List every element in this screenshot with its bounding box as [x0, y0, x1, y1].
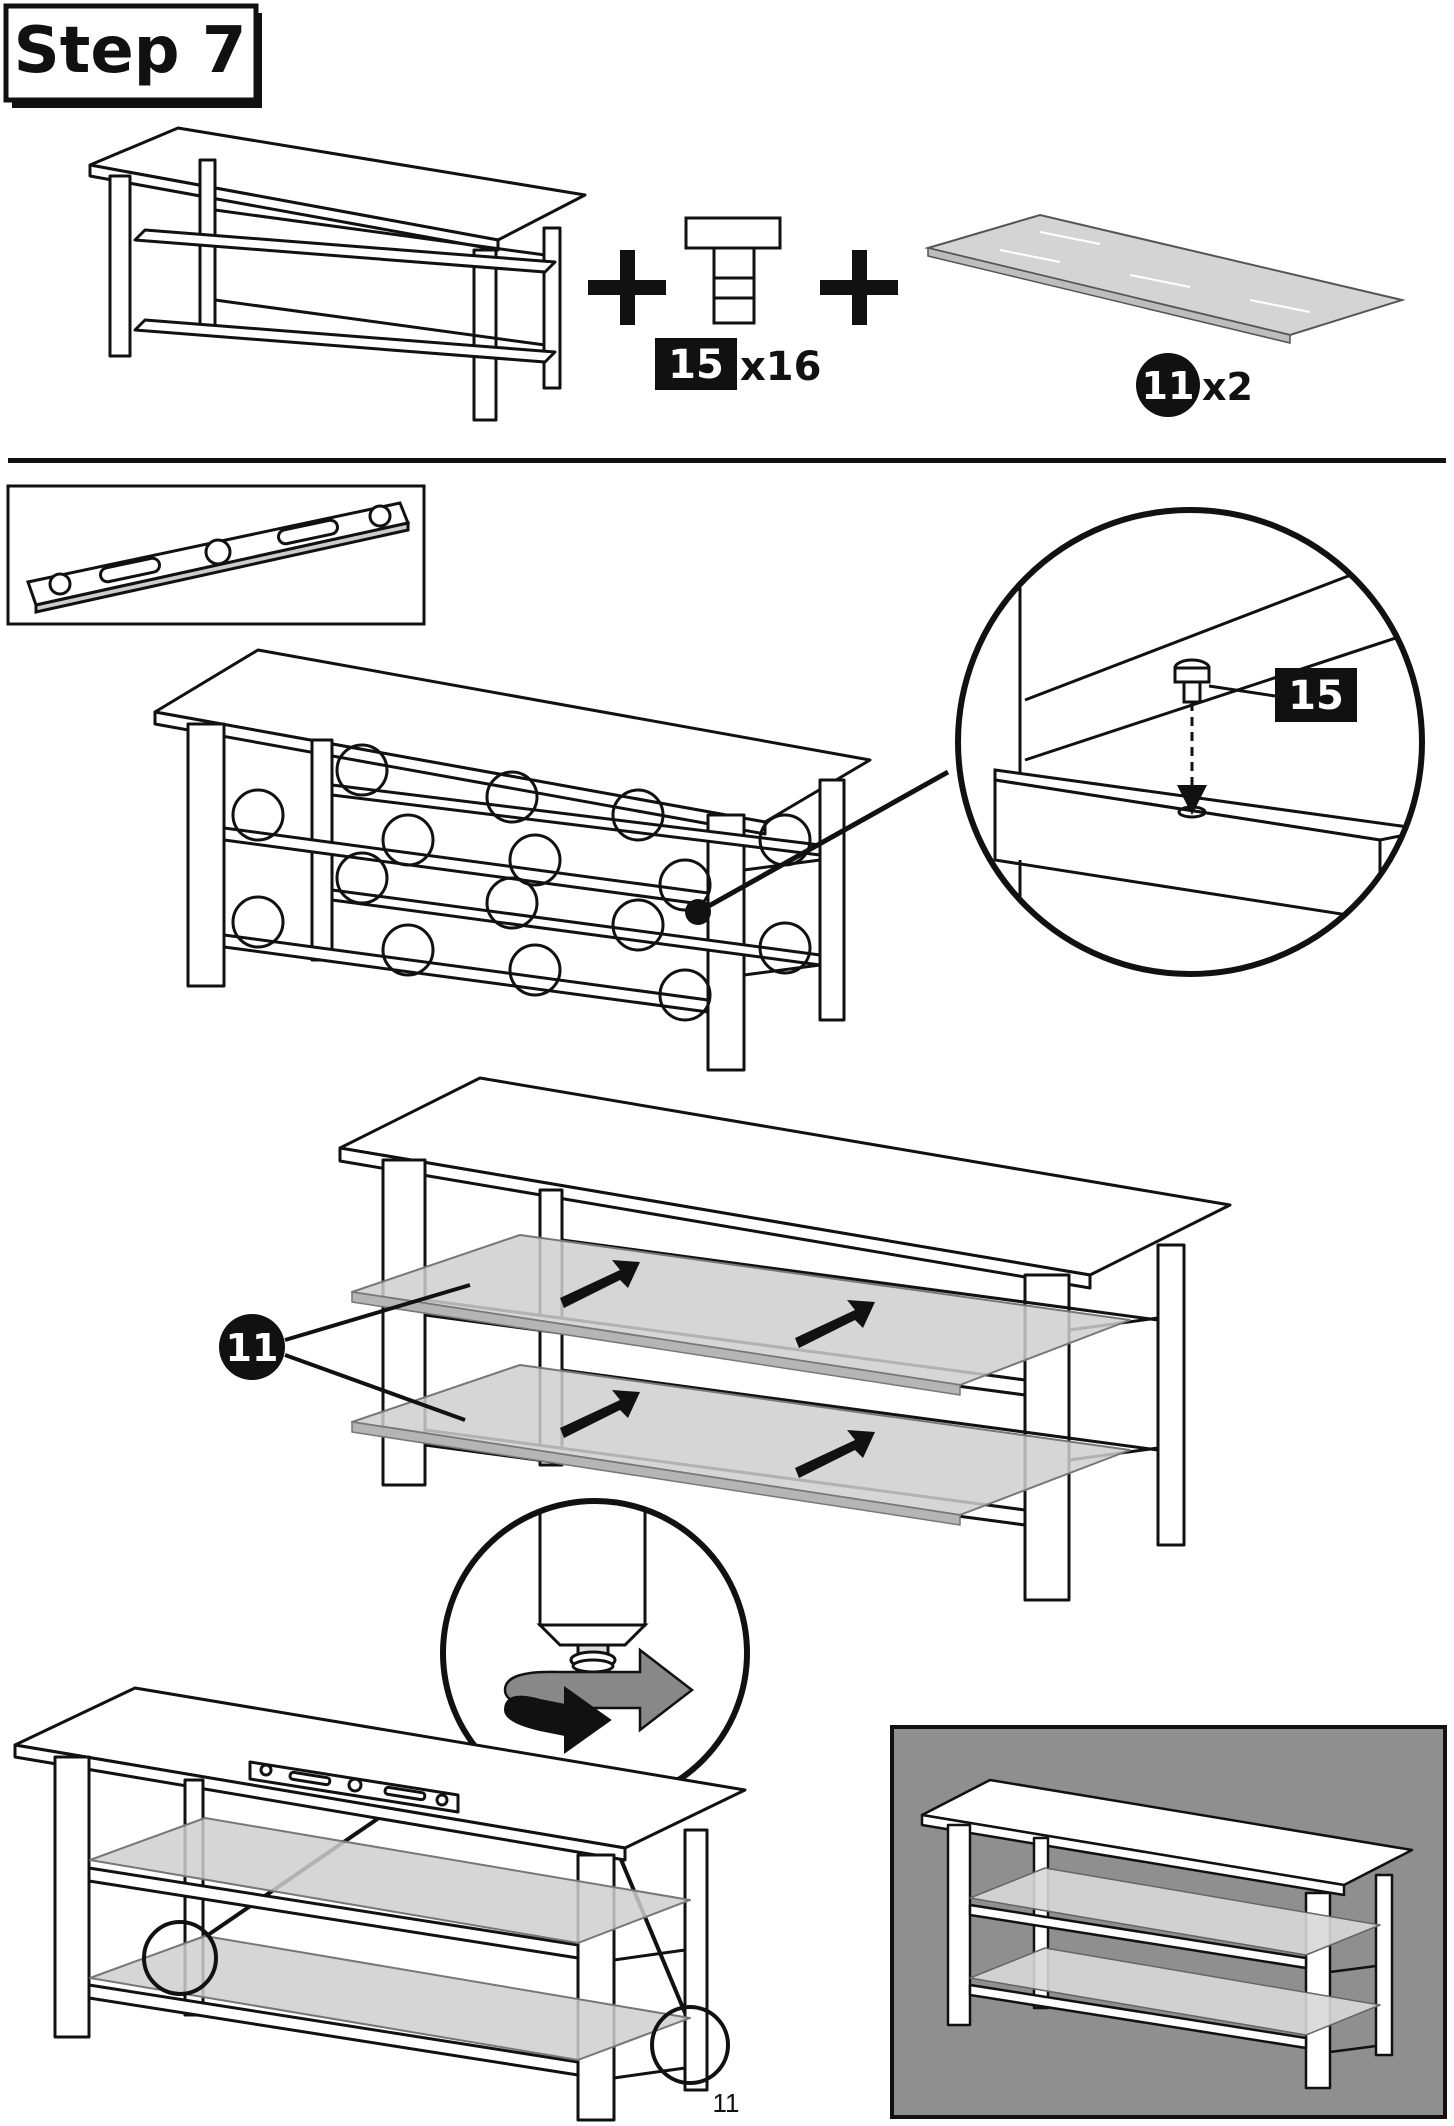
push-direction-arrows — [560, 1260, 875, 1478]
callout-leader — [696, 769, 950, 915]
glass-shelf-qty: x2 — [1202, 365, 1253, 409]
foot-adjust-magnifier — [440, 1498, 750, 1808]
detail-part-badge — [1275, 668, 1357, 722]
shelf-callout-id: 11 — [226, 1326, 279, 1370]
screw-part-badge — [655, 338, 737, 390]
spirit-level-on-top-icon — [248, 1760, 460, 1814]
tv-stand-holes-view — [153, 648, 872, 1072]
hole-highlight-circles — [231, 743, 812, 1022]
foot-highlight-circle — [142, 1920, 218, 1996]
glass-shelf-id: 11 — [1142, 364, 1195, 408]
page-number: 11 — [713, 2088, 740, 2118]
screw-part-icon — [684, 216, 782, 325]
finished-stand-panel — [890, 1725, 1447, 2119]
step-title: Step 7 — [14, 14, 247, 88]
screw-part-qty: x16 — [740, 344, 821, 390]
plus-icon — [820, 250, 898, 325]
tv-stand-shelves-view — [338, 1076, 1232, 1602]
detail-part-id: 15 — [1288, 673, 1344, 719]
rotate-arrow-icon — [503, 1647, 695, 1754]
section-divider — [8, 458, 1446, 463]
glass-shelf-part-icon — [924, 213, 1406, 344]
detail-magnifier: 15 — [955, 507, 1425, 977]
shelf-leader-upper — [284, 1283, 471, 1342]
shelf-leader-lower — [284, 1353, 466, 1422]
step-title-box: Step 7 — [3, 3, 262, 108]
shelf-callout-badge — [219, 1314, 285, 1380]
tv-stand-thumbnail — [88, 126, 587, 422]
screw-part-id: 15 — [668, 342, 724, 388]
foot-highlight-circle — [650, 2005, 730, 2085]
glass-shelf-badge — [1136, 353, 1200, 417]
spirit-level-icon — [26, 501, 411, 614]
tv-stand-level-view — [13, 1686, 747, 2122]
tool-box — [6, 484, 426, 626]
plus-icon — [588, 250, 666, 325]
screw-detail-icon — [1173, 658, 1211, 704]
